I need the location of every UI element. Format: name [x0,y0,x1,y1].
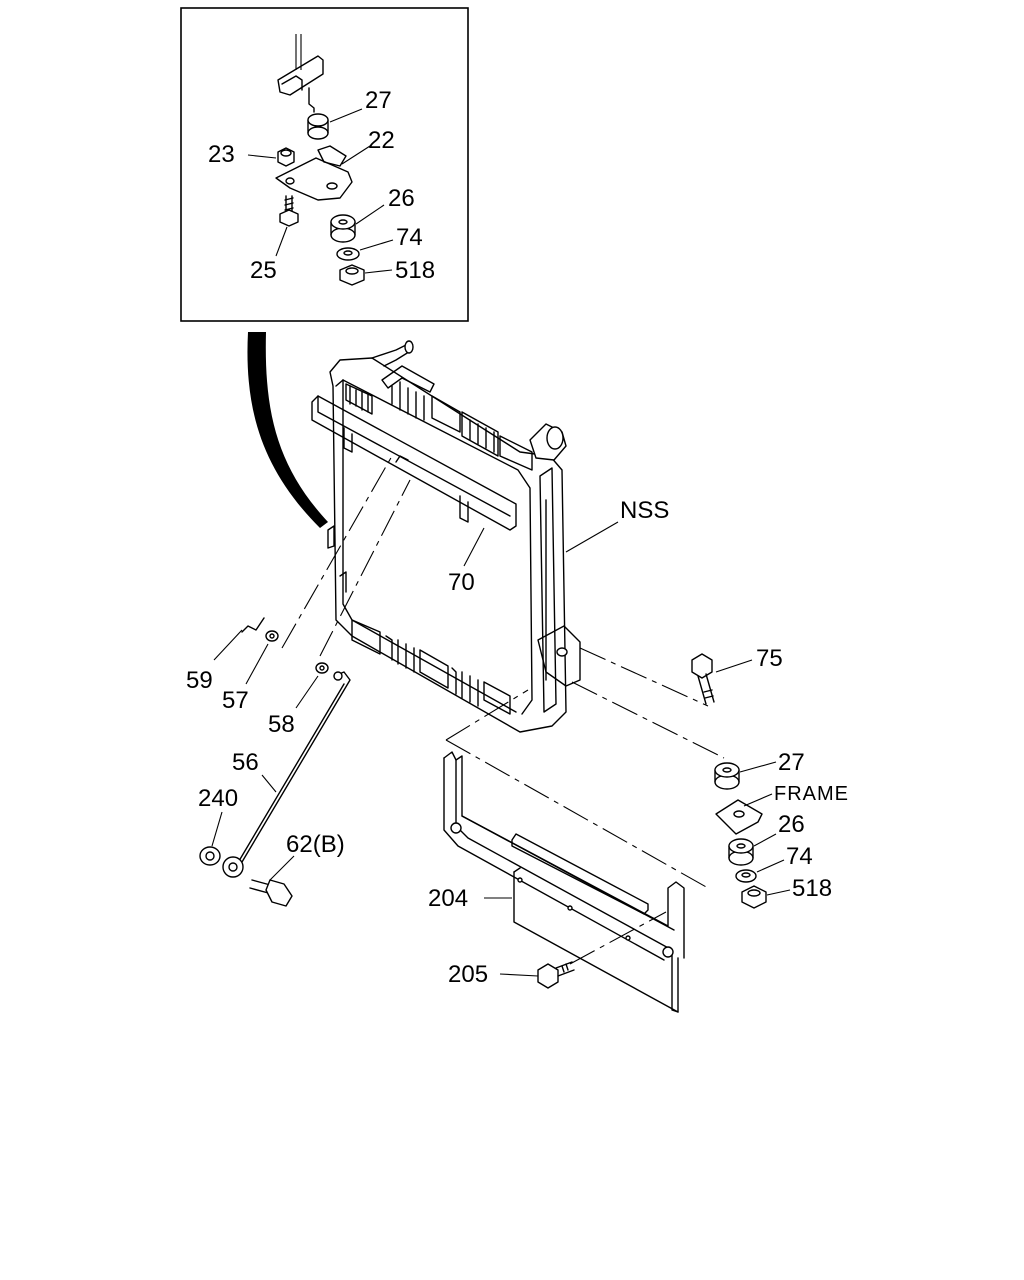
inset-label-74: 74 [396,224,423,251]
part-58-washer [315,662,329,674]
part-240-bushing [199,846,221,866]
inset-mount-bracket [277,34,324,113]
inset-border [180,7,469,322]
label-518: 518 [792,875,832,902]
inset-part-23-nut [277,147,295,167]
label-26: 26 [778,811,805,838]
part-59-pin [241,617,265,633]
label-27: 27 [778,749,805,776]
part-204-deflector [443,689,709,1013]
label-204: 204 [428,885,468,912]
part-518-nut [741,885,767,909]
inset-callout-arc [247,332,328,528]
inset-part-27-cushion [307,113,329,140]
stay-rod-group: 59 57 58 56 240 [186,455,411,907]
label-59: 59 [186,667,213,694]
inset-label-23: 23 [208,141,235,168]
label-frame: FRAME [774,783,849,805]
label-205: 205 [448,961,488,988]
label-74: 74 [786,843,813,870]
part-57-washer [265,630,279,642]
part-27-cushion [714,762,740,790]
inset-part-26-cushion [330,214,356,243]
inset-label-518: 518 [395,257,435,284]
inset-label-26: 26 [388,185,415,212]
inset-label-22: 22 [368,127,395,154]
inset-part-22-bracket [275,145,353,201]
inset-label-25: 25 [250,257,277,284]
part-62b-bolt [249,879,293,907]
label-nss: NSS [620,497,669,524]
label-70: 70 [448,569,475,596]
label-58: 58 [268,711,295,738]
label-57: 57 [222,687,249,714]
radiator-assembly [311,340,581,733]
part-56-stay-rod [222,671,351,878]
inset-part-74-washer [336,247,360,261]
frame-plate [715,799,763,835]
inset-label-27: 27 [365,87,392,114]
label-56: 56 [232,749,259,776]
part-205-bolt [537,911,667,989]
inset-part-518-nut [339,264,365,286]
part-74-washer [735,869,757,883]
label-62b: 62(B) [286,831,345,858]
lower-mount-group: 75 27 FRAME 26 7 [571,645,849,909]
part-75-bolt [691,653,715,705]
inset-detail: 27 22 23 25 [180,7,469,322]
label-240: 240 [198,785,238,812]
label-75: 75 [756,645,783,672]
inset-part-25-bolt [279,195,299,227]
part-26-cushion [728,838,754,866]
